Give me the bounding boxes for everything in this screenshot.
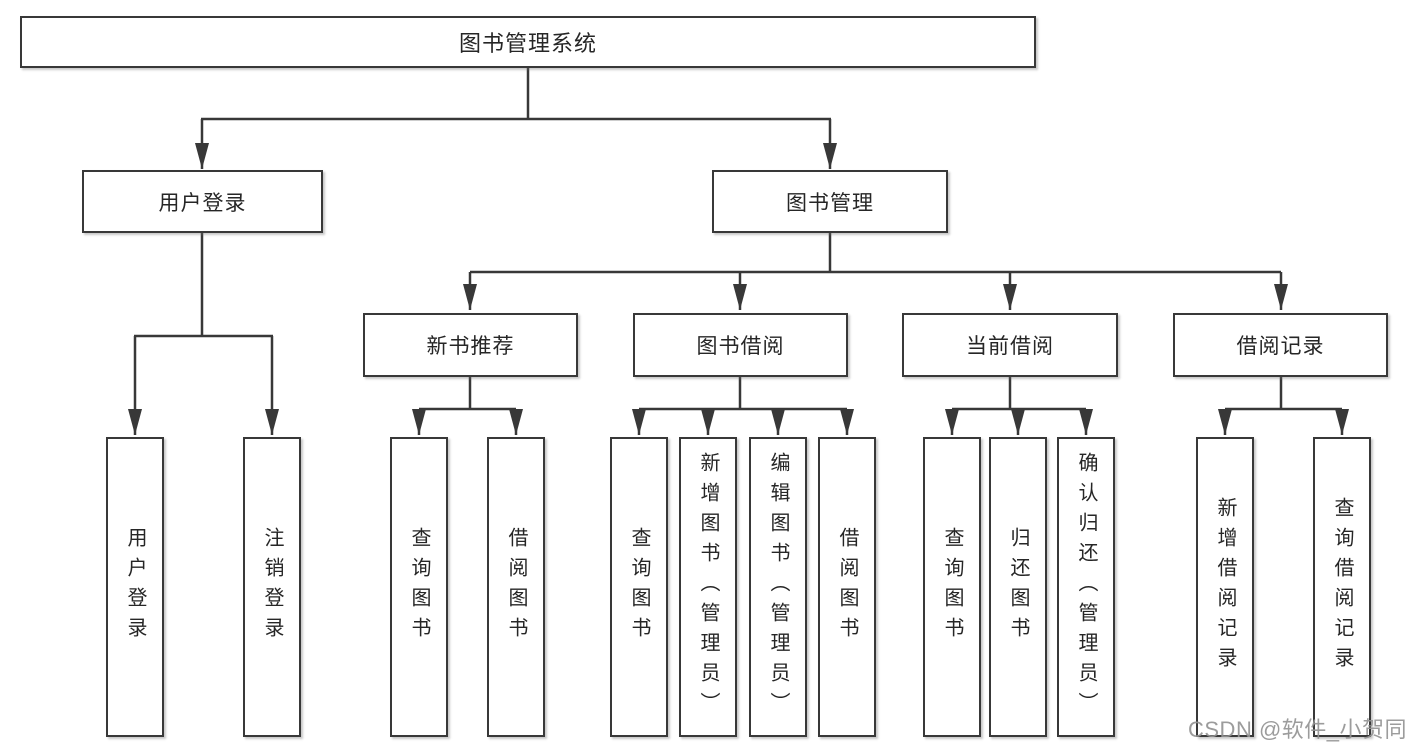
node-borrowing-records-label: 借阅记录: [1236, 335, 1325, 358]
csdn-watermark: CSDN @软件_小贺同学: [1188, 717, 1405, 742]
node-book-borrowing: 图书借阅: [633, 313, 848, 377]
leaf-return-books: 归还图书: [989, 437, 1047, 737]
node-book-management-label: 图书管理: [786, 191, 874, 215]
leaf-edit-book-admin-label: 编辑图书（管理员）: [767, 452, 789, 722]
leaf-query-books-recommend-label: 查询图书: [408, 527, 430, 647]
leaf-add-book-admin-label: 新增图书（管理员）: [697, 452, 719, 722]
leaf-add-borrow-record: 新增借阅记录: [1196, 437, 1254, 737]
leaf-user-login: 用户登录: [106, 437, 164, 737]
leaf-borrow-books-borrowing-label: 借阅图书: [836, 527, 858, 647]
leaf-logout-label: 注销登录: [261, 527, 283, 647]
node-borrowing-records: 借阅记录: [1173, 313, 1388, 377]
node-book-management: 图书管理: [712, 170, 948, 233]
leaf-borrow-books-borrowing: 借阅图书: [818, 437, 876, 737]
node-current-borrowing: 当前借阅: [902, 313, 1118, 377]
leaf-add-book-admin: 新增图书（管理员）: [679, 437, 737, 737]
leaf-query-borrow-record-label: 查询借阅记录: [1331, 497, 1353, 677]
leaf-query-books-current-label: 查询图书: [941, 527, 963, 647]
leaf-query-books-borrowing-label: 查询图书: [628, 527, 650, 647]
leaf-borrow-books-recommend-label: 借阅图书: [505, 527, 527, 647]
node-current-borrowing-label: 当前借阅: [966, 335, 1054, 358]
leaf-user-login-label: 用户登录: [124, 527, 146, 647]
leaf-query-books-borrowing: 查询图书: [610, 437, 668, 737]
leaf-confirm-return-admin: 确认归还（管理员）: [1057, 437, 1115, 737]
node-library-system: 图书管理系统: [20, 16, 1036, 68]
node-library-system-label: 图书管理系统: [458, 31, 597, 56]
node-new-book-recommend-label: 新书推荐: [426, 335, 515, 358]
leaf-logout: 注销登录: [243, 437, 301, 737]
leaf-edit-book-admin: 编辑图书（管理员）: [749, 437, 807, 737]
node-book-borrowing-label: 图书借阅: [696, 335, 785, 358]
node-user-login: 用户登录: [82, 170, 323, 233]
leaf-return-books-label: 归还图书: [1007, 527, 1029, 647]
node-new-book-recommend: 新书推荐: [363, 313, 578, 377]
leaf-query-books-recommend: 查询图书: [390, 437, 448, 737]
leaf-confirm-return-admin-label: 确认归还（管理员）: [1075, 452, 1097, 722]
leaf-add-borrow-record-label: 新增借阅记录: [1214, 497, 1236, 677]
node-user-login-label: 用户登录: [158, 191, 247, 215]
leaf-borrow-books-recommend: 借阅图书: [487, 437, 545, 737]
leaf-query-books-current: 查询图书: [923, 437, 981, 737]
leaf-query-borrow-record: 查询借阅记录: [1313, 437, 1371, 737]
